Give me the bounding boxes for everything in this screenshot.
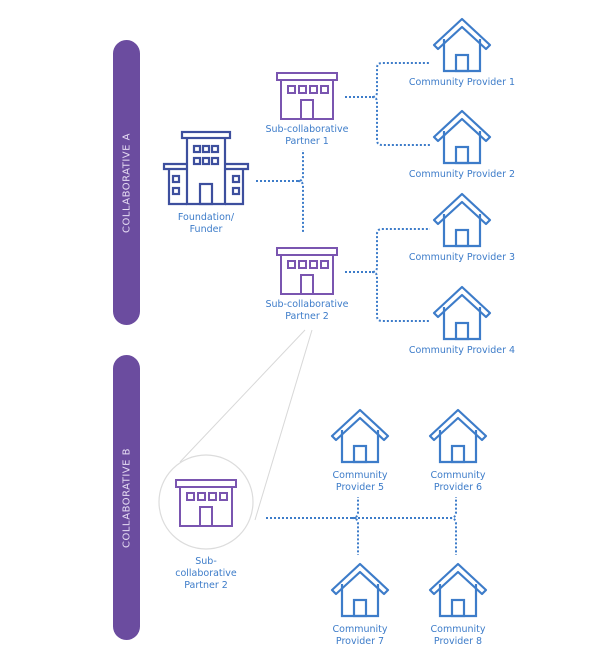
provider-3-label: Community Provider 3: [408, 252, 516, 263]
partner-1-building-icon: [276, 72, 338, 120]
provider-8-label: Community Provider 8: [430, 624, 486, 647]
connectors: [256, 62, 457, 555]
provider-4-label: Community Provider 4: [408, 345, 516, 356]
provider-1-house-icon: [432, 17, 492, 73]
zoom-callout: [158, 329, 313, 550]
provider-7-label: Community Provider 7: [332, 624, 388, 647]
collaborative-b-bar: COLLABORATIVE B: [113, 355, 140, 640]
provider-2-house-icon: [432, 109, 492, 165]
funder-building-icon: [162, 130, 250, 206]
collaborative-a-bar: COLLABORATIVE A: [113, 40, 140, 325]
provider-6-house-icon: [428, 408, 488, 464]
funder-label: Foundation/ Funder: [177, 212, 235, 235]
partner-2-label: Sub-collaborative Partner 2: [265, 299, 349, 322]
partner-2-building-icon: [276, 247, 338, 295]
provider-2-label: Community Provider 2: [408, 169, 516, 180]
provider-1-label: Community Provider 1: [408, 77, 516, 88]
provider-3-house-icon: [432, 192, 492, 248]
provider-8-house-icon: [428, 562, 488, 618]
provider-7-house-icon: [330, 562, 390, 618]
provider-5-label: Community Provider 5: [332, 470, 388, 493]
partner-1-label: Sub-collaborative Partner 1: [265, 124, 349, 147]
provider-4-house-icon: [432, 285, 492, 341]
partner-2-zoom-label: Sub- collaborative Partner 2: [175, 556, 237, 591]
provider-5-house-icon: [330, 408, 390, 464]
provider-6-label: Community Provider 6: [430, 470, 486, 493]
